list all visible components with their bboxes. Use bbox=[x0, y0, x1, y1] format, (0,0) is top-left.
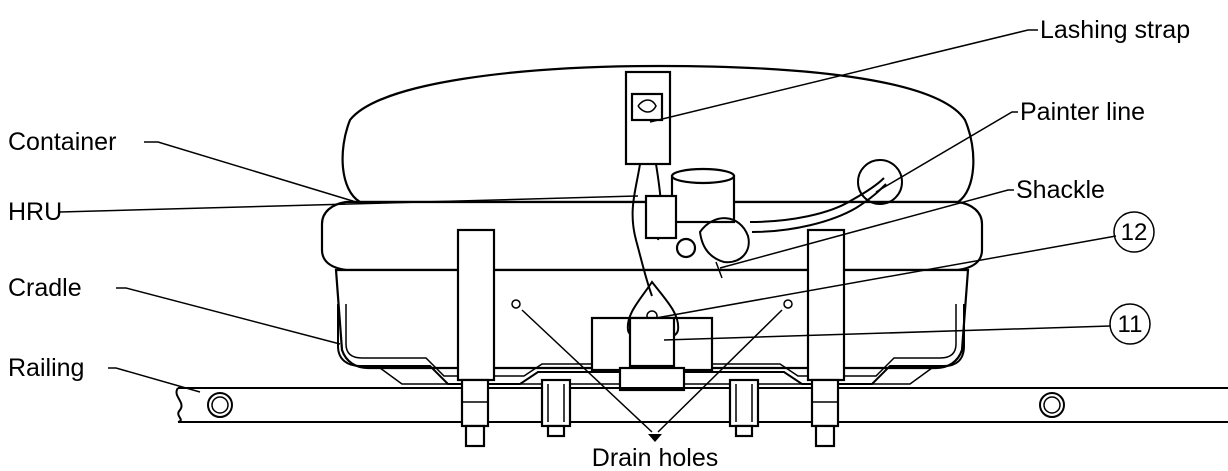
railing-hole-left bbox=[207, 392, 233, 418]
lashing-strap-buckle bbox=[630, 92, 664, 122]
lashing-hardware bbox=[624, 70, 750, 368]
callout-12: 12 bbox=[1113, 211, 1155, 253]
bolt-4 bbox=[810, 378, 840, 448]
cradle-base-block bbox=[618, 366, 686, 392]
railing-hole-left-inner bbox=[211, 396, 229, 414]
label-painter-line: Painter line bbox=[1020, 98, 1145, 126]
leader-drain-left bbox=[521, 309, 653, 433]
cradle-strap-right bbox=[806, 228, 846, 382]
shackle-ring bbox=[675, 237, 697, 259]
label-container: Container bbox=[8, 128, 116, 156]
railing-end-break bbox=[175, 387, 183, 423]
railing-hole-right-inner bbox=[1043, 396, 1061, 414]
leader-shackle bbox=[719, 189, 1014, 269]
drain-hole-left bbox=[511, 299, 521, 309]
painter-line-exit bbox=[857, 159, 903, 205]
cradle-strap-left bbox=[456, 228, 496, 382]
leader-lashing-strap bbox=[649, 29, 1038, 123]
callout-11: 11 bbox=[1109, 303, 1151, 345]
bolt-1 bbox=[460, 378, 490, 448]
label-hru: HRU bbox=[8, 198, 62, 226]
railing-drawing bbox=[175, 387, 1228, 423]
callout-12-text: 12 bbox=[1121, 219, 1148, 246]
label-railing: Railing bbox=[8, 354, 84, 382]
leader-container bbox=[144, 141, 357, 203]
leader-drain-right bbox=[657, 309, 783, 433]
leader-hru bbox=[59, 195, 639, 213]
painter-line-rope bbox=[749, 177, 885, 223]
leader-painter-line bbox=[875, 111, 1018, 193]
label-drain-holes: Drain holes bbox=[592, 444, 718, 471]
leader-callout-11 bbox=[663, 325, 1111, 341]
hru-cylinder-top bbox=[670, 167, 736, 185]
shackle-pin bbox=[715, 261, 723, 279]
leader-railing bbox=[108, 367, 201, 393]
shackle-shape bbox=[698, 217, 750, 264]
bolts bbox=[460, 378, 840, 448]
bolt-3 bbox=[728, 378, 760, 438]
bolt-2 bbox=[540, 378, 572, 438]
release-block bbox=[628, 316, 676, 368]
lashing-chain bbox=[631, 163, 653, 297]
leader-lines bbox=[59, 29, 1117, 442]
label-lashing-strap: Lashing strap bbox=[1040, 16, 1190, 44]
hru-body bbox=[644, 194, 678, 240]
railing-hole-right bbox=[1039, 392, 1065, 418]
leader-drain-arrow bbox=[648, 434, 662, 442]
label-shackle: Shackle bbox=[1016, 176, 1105, 204]
leader-cradle bbox=[116, 287, 341, 345]
leader-callout-12 bbox=[655, 235, 1117, 319]
callout-11-text: 11 bbox=[1118, 311, 1143, 338]
cradle-drawing bbox=[337, 228, 965, 392]
lashing-strap-buckle-mark bbox=[637, 99, 657, 113]
drain-hole-right bbox=[783, 299, 793, 309]
label-cradle: Cradle bbox=[8, 274, 82, 302]
